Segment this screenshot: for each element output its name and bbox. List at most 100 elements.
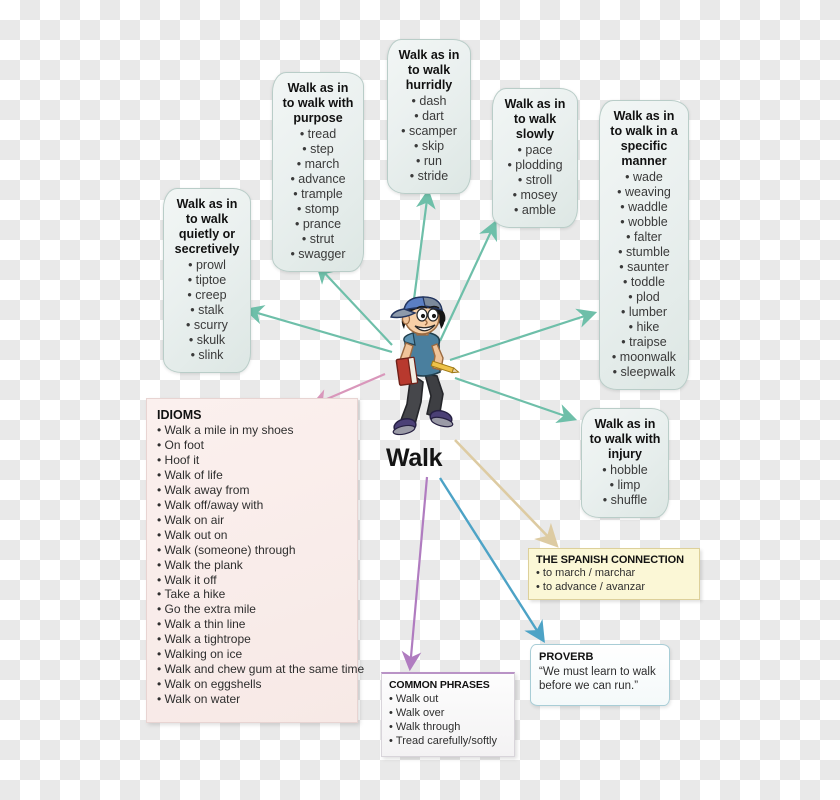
list-item: Walk of life [157,468,349,483]
list-item: Walk off/away with [157,498,349,513]
walking-boy-illustration [390,296,460,436]
list-item: falter [606,230,682,245]
category-box-injury[interactable]: Walk as in to walk with injury hobble li… [581,408,669,518]
list-item: to march / marchar [536,567,692,581]
list-item: swagger [279,247,357,262]
list-item: Walk out [389,692,507,706]
list-item: wobble [606,215,682,230]
page-title: Walk [386,444,443,472]
list-item: Walk (someone) through [157,543,349,558]
list-item: scurry [170,318,244,333]
list-item: slink [170,348,244,363]
category-box-hurridly[interactable]: Walk as in to walk hurridly dash dart sc… [387,39,471,194]
list-item: mosey [499,188,571,203]
spanish-connection-panel[interactable]: THE SPANISH CONNECTION to march / marcha… [528,548,700,600]
list-item: Go the extra mile [157,602,349,617]
list-item: pace [499,143,571,158]
arrow-to-injury [454,376,578,423]
list-item: Walk over [389,706,507,720]
list-item: lumber [606,305,682,320]
category-title: Walk as in to walk hurridly [398,48,460,92]
list-item: dart [394,109,464,124]
category-item-list: wade weaving waddle wobble falter stumbl… [606,170,682,380]
list-item: tiptoe [170,273,244,288]
list-item: weaving [606,185,682,200]
list-item: Walk on eggshells [157,677,349,692]
list-item: Tread carefully/softly [389,734,507,748]
list-item: stomp [279,202,357,217]
category-title: Walk as in to walk in a specific manner [610,109,678,168]
list-item: strut [279,232,357,247]
idioms-list: Walk a mile in my shoes On foot Hoof it … [157,423,365,707]
arrow-to-common-phrases [401,476,429,672]
list-item: Walk through [389,720,507,734]
list-item: plodding [499,158,571,173]
category-item-list: prowl tiptoe creep stalk scurry skulk sl… [170,258,244,363]
list-item: prowl [170,258,244,273]
category-item-list: pace plodding stroll mosey amble [499,143,571,218]
arrow-to-quietly [243,305,393,354]
category-item-list: dash dart scamper skip run stride [394,94,464,184]
list-item: Take a hike [157,587,349,602]
category-box-quietly[interactable]: Walk as in to walk quietly or secretivel… [163,188,251,373]
list-item: plod [606,290,682,305]
list-item: Hoof it [157,453,349,468]
list-item: skulk [170,333,244,348]
category-item-list: hobble limp shuffle [588,463,662,508]
list-item: Walk a thin line [157,617,349,632]
spanish-connection-heading: THE SPANISH CONNECTION [536,554,684,566]
list-item: to advance / avanzar [536,581,692,595]
idioms-panel[interactable]: IDIOMS Walk a mile in my shoes On foot H… [146,398,365,723]
list-item: Walk a mile in my shoes [157,423,349,438]
list-item: Walk and chew gum at the same time [157,662,365,677]
list-item: stride [394,169,464,184]
list-item: hobble [588,463,662,478]
list-item: stalk [170,303,244,318]
proverb-panel[interactable]: PROVERB “We must learn to walk before we… [530,644,670,706]
list-item: creep [170,288,244,303]
category-box-specific-manner[interactable]: Walk as in to walk in a specific manner … [599,100,689,390]
list-item: Walk on air [157,513,349,528]
list-item: Walk away from [157,483,349,498]
proverb-heading: PROVERB [539,651,594,663]
list-item: step [279,142,357,157]
list-item: hike [606,320,682,335]
list-item: Walk a tightrope [157,632,349,647]
proverb-quote: “We must learn to walk before we can run… [539,666,656,692]
category-title: Walk as in to walk quietly or secretivel… [174,197,240,256]
category-title: Walk as in to walk with purpose [282,81,354,125]
list-item: run [394,154,464,169]
list-item: skip [394,139,464,154]
list-item: shuffle [588,493,662,508]
list-item: amble [499,203,571,218]
list-item: stumble [606,245,682,260]
list-item: trample [279,187,357,202]
category-box-slowly[interactable]: Walk as in to walk slowly pace plodding … [492,88,578,228]
arrow-to-specific-manner [449,308,598,362]
list-item: tread [279,127,357,142]
list-item: Walk the plank [157,558,349,573]
list-item: waddle [606,200,682,215]
common-phrases-heading: COMMON PHRASES [389,679,490,691]
list-item: Walking on ice [157,647,349,662]
list-item: sleepwalk [606,365,682,380]
idioms-heading: IDIOMS [157,408,202,422]
category-title: Walk as in to walk slowly [504,97,566,141]
list-item: On foot [157,438,349,453]
list-item: moonwalk [606,350,682,365]
list-item: Walk it off [157,573,349,588]
common-phrases-panel[interactable]: COMMON PHRASES Walk out Walk over Walk t… [381,672,515,757]
list-item: dash [394,94,464,109]
list-item: scamper [394,124,464,139]
list-item: advance [279,172,357,187]
spanish-connection-list: to march / marchar to advance / avanzar [536,567,692,594]
list-item: toddle [606,275,682,290]
category-box-purpose[interactable]: Walk as in to walk with purpose tread st… [272,72,364,272]
list-item: saunter [606,260,682,275]
list-item: prance [279,217,357,232]
arrow-to-spanish-connection [454,439,559,548]
list-item: Walk on water [157,692,349,707]
category-item-list: tread step march advance trample stomp p… [279,127,357,262]
list-item: Walk out on [157,528,349,543]
